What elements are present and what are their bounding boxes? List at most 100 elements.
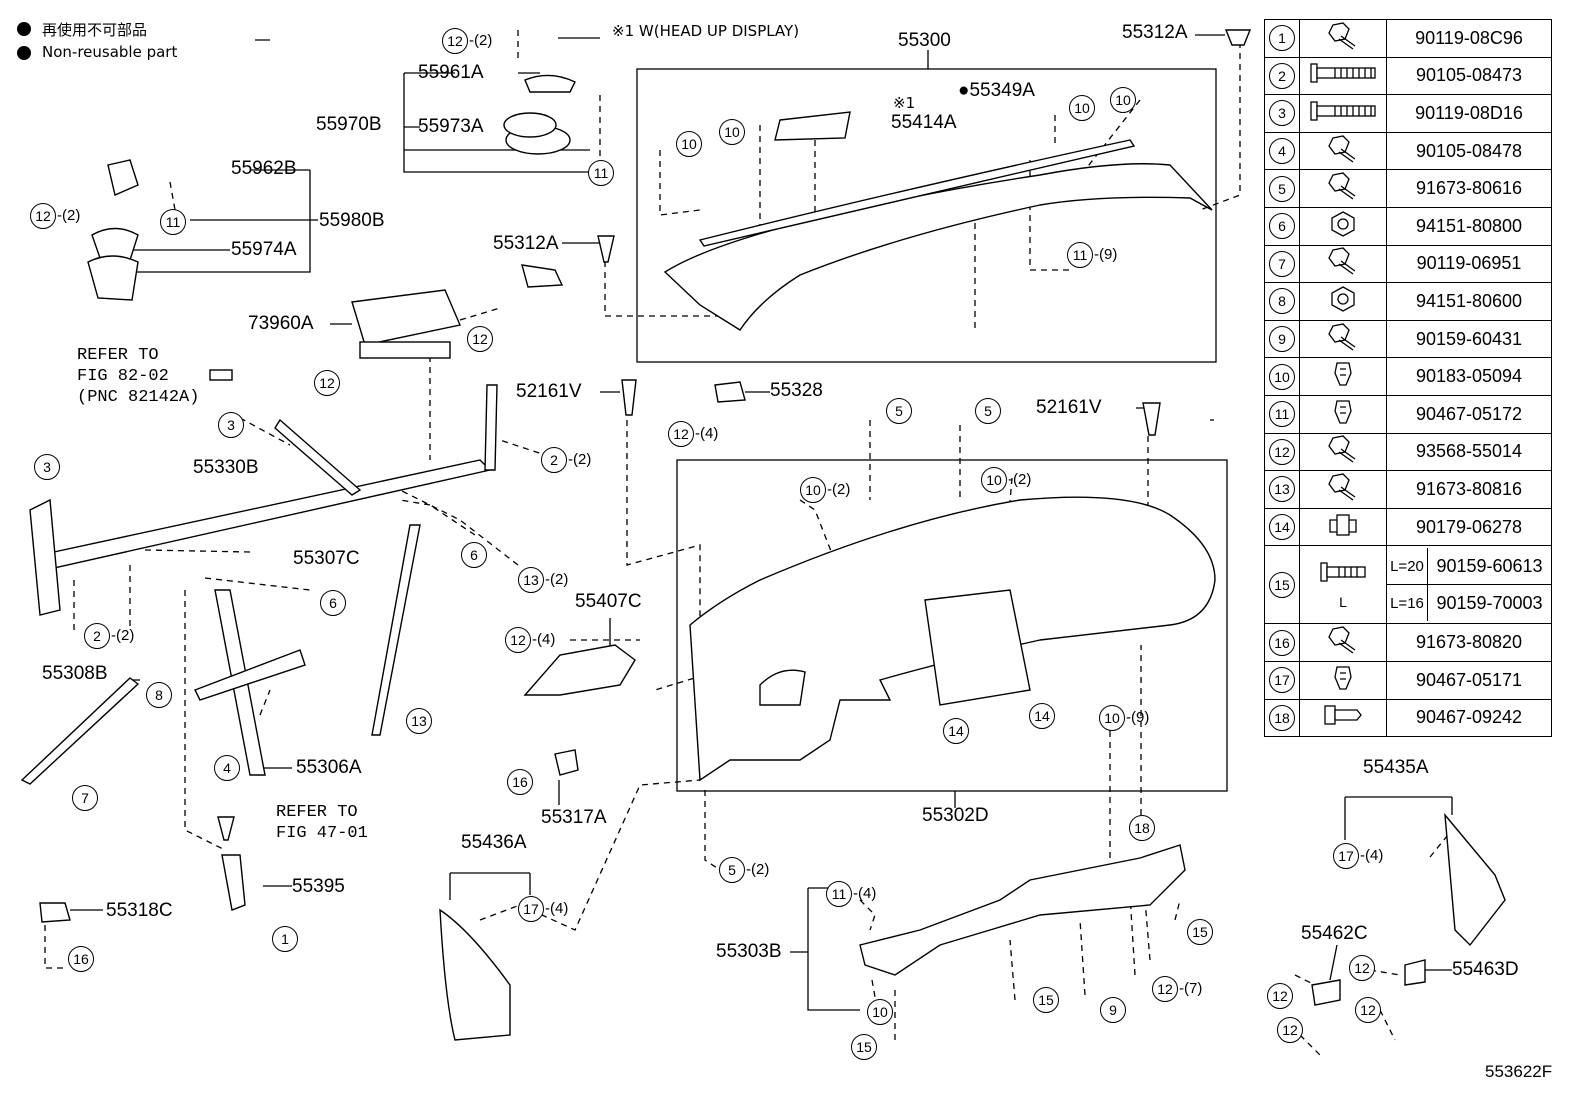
callout-10[interactable]: 10 xyxy=(800,477,826,503)
callout-12[interactable]: 12 xyxy=(442,28,468,54)
part-label-55970B[interactable]: 55970B xyxy=(316,114,382,135)
callout-12[interactable]: 12 xyxy=(1152,976,1178,1002)
callout-10[interactable]: 10 xyxy=(1069,95,1095,121)
callout-15[interactable]: 15 xyxy=(1187,919,1213,945)
part-label-55302D[interactable]: 55302D xyxy=(922,805,989,826)
part-label-55436A[interactable]: 55436A xyxy=(461,832,527,853)
part-label-55962B[interactable]: 55962B xyxy=(231,158,297,179)
part-label-55303B[interactable]: 55303B xyxy=(716,941,782,962)
part-label-55318C[interactable]: 55318C xyxy=(106,900,173,921)
callout-9[interactable]: 9 xyxy=(1100,997,1126,1023)
callout-5[interactable]: 5 xyxy=(886,398,912,424)
bolt-icon xyxy=(1299,131,1387,171)
callout-3[interactable]: 3 xyxy=(34,454,60,480)
callout-12[interactable]: 12 xyxy=(1355,997,1381,1023)
part-label-73960A[interactable]: 73960A xyxy=(248,313,314,334)
part-number: 90179-06278 xyxy=(1386,507,1552,547)
part-label-55306A[interactable]: 55306A xyxy=(296,757,362,778)
part-label-55463D[interactable]: 55463D xyxy=(1452,959,1519,980)
callout-10[interactable]: 10 xyxy=(1110,87,1136,113)
callout-6[interactable]: 6 xyxy=(320,590,346,616)
part-label-55974A[interactable]: 55974A xyxy=(231,239,297,260)
part-label-55462C[interactable]: 55462C xyxy=(1301,923,1368,944)
callout-17[interactable]: 17 xyxy=(1333,843,1359,869)
part-label-55961A[interactable]: 55961A xyxy=(418,62,484,83)
part-label-55300[interactable]: 55300 xyxy=(898,30,951,51)
callout-1[interactable]: 1 xyxy=(272,926,298,952)
callout-15[interactable]: 15 xyxy=(1033,987,1059,1013)
callout-2[interactable]: 2 xyxy=(541,447,567,473)
callout-10[interactable]: 10 xyxy=(676,131,702,157)
callout-12[interactable]: 12 xyxy=(1277,1017,1303,1043)
callout-8[interactable]: 8 xyxy=(146,682,172,708)
callout-18[interactable]: 18 xyxy=(1129,815,1155,841)
part-label-55330B[interactable]: 55330B xyxy=(193,457,259,478)
refer-to-fig-82-02[interactable]: REFER TO FIG 82-02 (PNC 82142A) xyxy=(77,346,200,407)
callout-14[interactable]: 14 xyxy=(943,718,969,744)
callout-2[interactable]: 2 xyxy=(84,623,110,649)
callout-11[interactable]: 11 xyxy=(588,160,614,186)
callout-13[interactable]: 13 xyxy=(406,708,432,734)
callout-7[interactable]: 7 xyxy=(72,785,98,811)
refer-to-fig-47-01[interactable]: REFER TO FIG 47-01 xyxy=(276,803,368,843)
callout-4[interactable]: 4 xyxy=(214,755,240,781)
callout-16[interactable]: 16 xyxy=(507,769,533,795)
callout-10[interactable]: 10 xyxy=(1099,705,1125,731)
callout-5[interactable]: 5 xyxy=(719,857,745,883)
part-label-55312A-top[interactable]: 55312A xyxy=(1122,22,1188,43)
callout-5[interactable]: 5 xyxy=(975,398,1001,424)
part-label-55328[interactable]: 55328 xyxy=(770,380,823,401)
part-label-55308B[interactable]: 55308B xyxy=(42,663,108,684)
callout-10[interactable]: 10 xyxy=(867,999,893,1025)
callout-12[interactable]: 12 xyxy=(467,326,493,352)
callout-12[interactable]: 12 xyxy=(314,370,340,396)
part-label-52161V-left[interactable]: 52161V xyxy=(516,381,582,402)
callout-16[interactable]: 16 xyxy=(68,946,94,972)
callout-10[interactable]: 10 xyxy=(719,119,745,145)
part-label-55317A[interactable]: 55317A xyxy=(541,807,607,828)
part-label-55307C[interactable]: 55307C xyxy=(293,548,360,569)
part-label-55435A[interactable]: 55435A xyxy=(1363,757,1429,778)
part-label-55973A[interactable]: 55973A xyxy=(418,116,484,137)
callout-17[interactable]: 17 xyxy=(518,896,544,922)
part-label-52161V-right[interactable]: 52161V xyxy=(1036,397,1102,418)
callout-14[interactable]: 14 xyxy=(1029,703,1055,729)
callout-6[interactable]: 6 xyxy=(461,542,487,568)
callout-12[interactable]: 12 xyxy=(1267,983,1293,1009)
callout-10[interactable]: 10 xyxy=(981,467,1007,493)
callout-12[interactable]: 12 xyxy=(668,421,694,447)
callout-12[interactable]: 12 xyxy=(30,203,56,229)
callout-11[interactable]: 11 xyxy=(160,209,186,235)
part-label-55349A[interactable]: ●55349A xyxy=(958,80,1035,101)
part-label-55980B[interactable]: 55980B xyxy=(319,210,385,231)
callout-15[interactable]: 15 xyxy=(851,1034,877,1060)
callout-3[interactable]: 3 xyxy=(218,412,244,438)
callout-12[interactable]: 12 xyxy=(1349,955,1375,981)
callout-11[interactable]: 11 xyxy=(826,881,852,907)
part-label-55407C[interactable]: 55407C xyxy=(575,591,642,612)
part-label-55395[interactable]: 55395 xyxy=(292,876,345,897)
callout-13[interactable]: 13 xyxy=(518,567,544,593)
callout-11[interactable]: 11 xyxy=(1067,242,1093,268)
part-label-55414A[interactable]: 55414A xyxy=(891,112,957,133)
callout-12[interactable]: 12 xyxy=(505,627,531,653)
part-label-55312A-mid[interactable]: 55312A xyxy=(493,233,559,254)
